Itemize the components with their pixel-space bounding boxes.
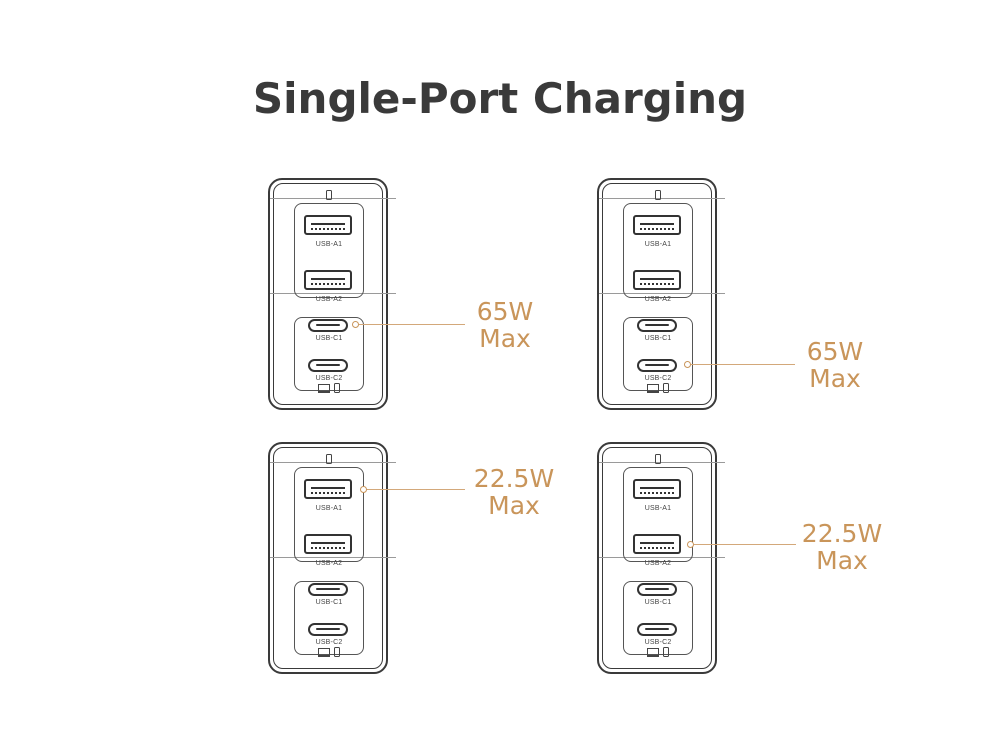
- divider: [270, 198, 396, 199]
- usb-a1-port: [304, 215, 352, 235]
- port-label-c1: USB-C1: [644, 599, 672, 606]
- phone-icon: [326, 190, 332, 200]
- laptop-icon: [318, 384, 330, 393]
- port-label-c2: USB-C2: [644, 639, 672, 646]
- usb-a1-port: [633, 479, 681, 499]
- port-label-c2: USB-C2: [315, 375, 343, 382]
- charger-body: [268, 178, 388, 410]
- power-suffix: Max: [479, 324, 531, 353]
- port-marker: [684, 361, 691, 368]
- usb-a2-port: [633, 534, 681, 554]
- usb-c2-port: [308, 359, 348, 372]
- usb-c1-port: [637, 319, 677, 332]
- leader-line: [691, 364, 795, 365]
- charger-face: [602, 447, 712, 669]
- phone-icon: [663, 383, 669, 393]
- port-marker: [352, 321, 359, 328]
- usb-a1-port: [304, 479, 352, 499]
- charger-body: [597, 442, 717, 674]
- divider: [270, 462, 396, 463]
- port-label-a1: USB-A1: [644, 505, 672, 512]
- charger-diagram-c2: USB-A1 USB-A2 USB-C1 USB-C2: [597, 178, 727, 418]
- laptop-icon: [647, 384, 659, 393]
- usb-a-frame: [623, 467, 693, 562]
- phone-icon: [655, 190, 661, 200]
- port-marker: [360, 486, 367, 493]
- usb-c2-port: [637, 623, 677, 636]
- port-marker: [687, 541, 694, 548]
- leader-line: [367, 489, 465, 490]
- charger-face: [602, 183, 712, 405]
- port-label-a1: USB-A1: [644, 241, 672, 248]
- usb-c1-port: [308, 583, 348, 596]
- usb-a-frame: [294, 203, 364, 298]
- usb-c2-port: [637, 359, 677, 372]
- usb-a-frame: [294, 467, 364, 562]
- power-suffix: Max: [488, 491, 540, 520]
- power-suffix: Max: [816, 546, 868, 575]
- charger-body: [597, 178, 717, 410]
- charger-diagram-a2: USB-A1 USB-A2 USB-C1 USB-C2: [597, 442, 727, 682]
- power-value: 65W: [476, 297, 534, 326]
- laptop-icon: [647, 648, 659, 657]
- usb-c1-port: [637, 583, 677, 596]
- port-label-c2: USB-C2: [315, 639, 343, 646]
- phone-icon: [334, 383, 340, 393]
- power-value: 22.5W: [801, 519, 883, 548]
- usb-a2-port: [304, 270, 352, 290]
- usb-a1-port: [633, 215, 681, 235]
- charger-face: [273, 447, 383, 669]
- power-suffix: Max: [809, 364, 861, 393]
- divider: [270, 293, 396, 294]
- power-rating: 22.5W Max: [460, 465, 568, 519]
- port-label-c1: USB-C1: [644, 335, 672, 342]
- port-label-a2: USB-A2: [644, 296, 672, 303]
- divider: [599, 462, 725, 463]
- power-rating: 65W Max: [792, 338, 878, 392]
- port-label-c2: USB-C2: [644, 375, 672, 382]
- port-label-a2: USB-A2: [315, 560, 343, 567]
- usb-a2-port: [304, 534, 352, 554]
- charger-diagram-a1: USB-A1 USB-A2 USB-C1 USB-C2: [268, 442, 398, 682]
- power-value: 22.5W: [473, 464, 555, 493]
- port-label-a2: USB-A2: [315, 296, 343, 303]
- charger-diagram-c1: USB-A1 USB-A2 USB-C1 USB-C2: [268, 178, 398, 418]
- divider: [270, 557, 396, 558]
- charger-face: [273, 183, 383, 405]
- phone-icon: [326, 454, 332, 464]
- divider: [599, 293, 725, 294]
- usb-a2-port: [633, 270, 681, 290]
- port-label-a1: USB-A1: [315, 241, 343, 248]
- usb-c2-port: [308, 623, 348, 636]
- page-title: Single-Port Charging: [252, 74, 748, 123]
- divider: [599, 198, 725, 199]
- port-label-a1: USB-A1: [315, 505, 343, 512]
- power-rating: 22.5W Max: [788, 520, 896, 574]
- phone-icon: [655, 454, 661, 464]
- phone-icon: [663, 647, 669, 657]
- power-value: 65W: [806, 337, 864, 366]
- leader-line: [694, 544, 796, 545]
- usb-c1-port: [308, 319, 348, 332]
- port-label-c1: USB-C1: [315, 335, 343, 342]
- usb-a-frame: [623, 203, 693, 298]
- power-rating: 65W Max: [462, 298, 548, 352]
- laptop-icon: [318, 648, 330, 657]
- port-label-c1: USB-C1: [315, 599, 343, 606]
- charger-body: [268, 442, 388, 674]
- port-label-a2: USB-A2: [644, 560, 672, 567]
- leader-line: [359, 324, 465, 325]
- divider: [599, 557, 725, 558]
- phone-icon: [334, 647, 340, 657]
